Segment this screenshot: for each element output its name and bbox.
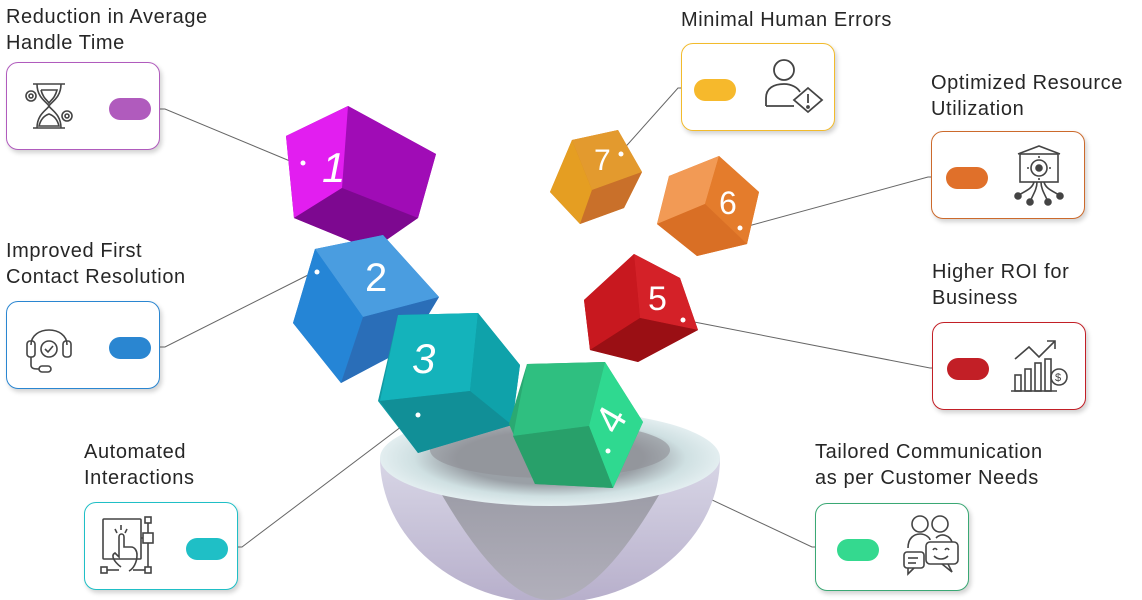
item-4-title: Tailored Communication as per Customer N… (815, 441, 1043, 489)
cube-1: 1 (286, 106, 436, 250)
cube-6: 6 (657, 156, 759, 256)
cube-3: 3 (378, 313, 520, 453)
cube-4: 4 (509, 362, 643, 488)
svg-text:6: 6 (719, 185, 737, 221)
growth-chart-dollar-icon: $ (1011, 340, 1068, 392)
item-4-card (815, 503, 969, 591)
svg-text:7: 7 (594, 144, 611, 177)
item-6-marker (946, 167, 988, 189)
item-6-card (931, 131, 1085, 219)
touch-workflow-icon (100, 516, 154, 574)
item-5-title: Higher ROI for Business (932, 261, 1070, 309)
users-chat-icon (903, 515, 959, 576)
item-2-title: Improved First Contact Resolution (6, 240, 186, 288)
svg-text:3: 3 (412, 335, 435, 382)
item-7-marker (694, 79, 736, 101)
item-1-marker (109, 98, 151, 120)
item-3-marker (186, 538, 228, 560)
svg-text:$: $ (1055, 372, 1061, 384)
item-3-card (84, 502, 238, 590)
hourglass-gears-icon (25, 83, 73, 129)
item-7-title: Minimal Human Errors (681, 9, 892, 31)
item-6-title: Optimized Resource Utilization (931, 72, 1123, 120)
user-warning-icon (765, 59, 824, 114)
item-4-marker (837, 539, 879, 561)
item-3-title: Automated Interactions (84, 441, 195, 489)
svg-text:1: 1 (322, 144, 345, 191)
cube-5: 5 (584, 254, 698, 362)
svg-text:2: 2 (365, 256, 387, 300)
headset-check-icon (26, 329, 72, 373)
item-2-marker (109, 337, 151, 359)
item-7-card (681, 43, 835, 131)
item-5-marker (947, 358, 989, 380)
cube-7: 7 (550, 130, 642, 224)
item-1-card (6, 62, 160, 150)
item-1-title: Reduction in Average Handle Time (6, 6, 208, 54)
item-5-card: $ (932, 322, 1086, 410)
svg-text:5: 5 (648, 280, 667, 318)
gear-network-icon (1014, 145, 1064, 206)
item-2-card (6, 301, 160, 389)
